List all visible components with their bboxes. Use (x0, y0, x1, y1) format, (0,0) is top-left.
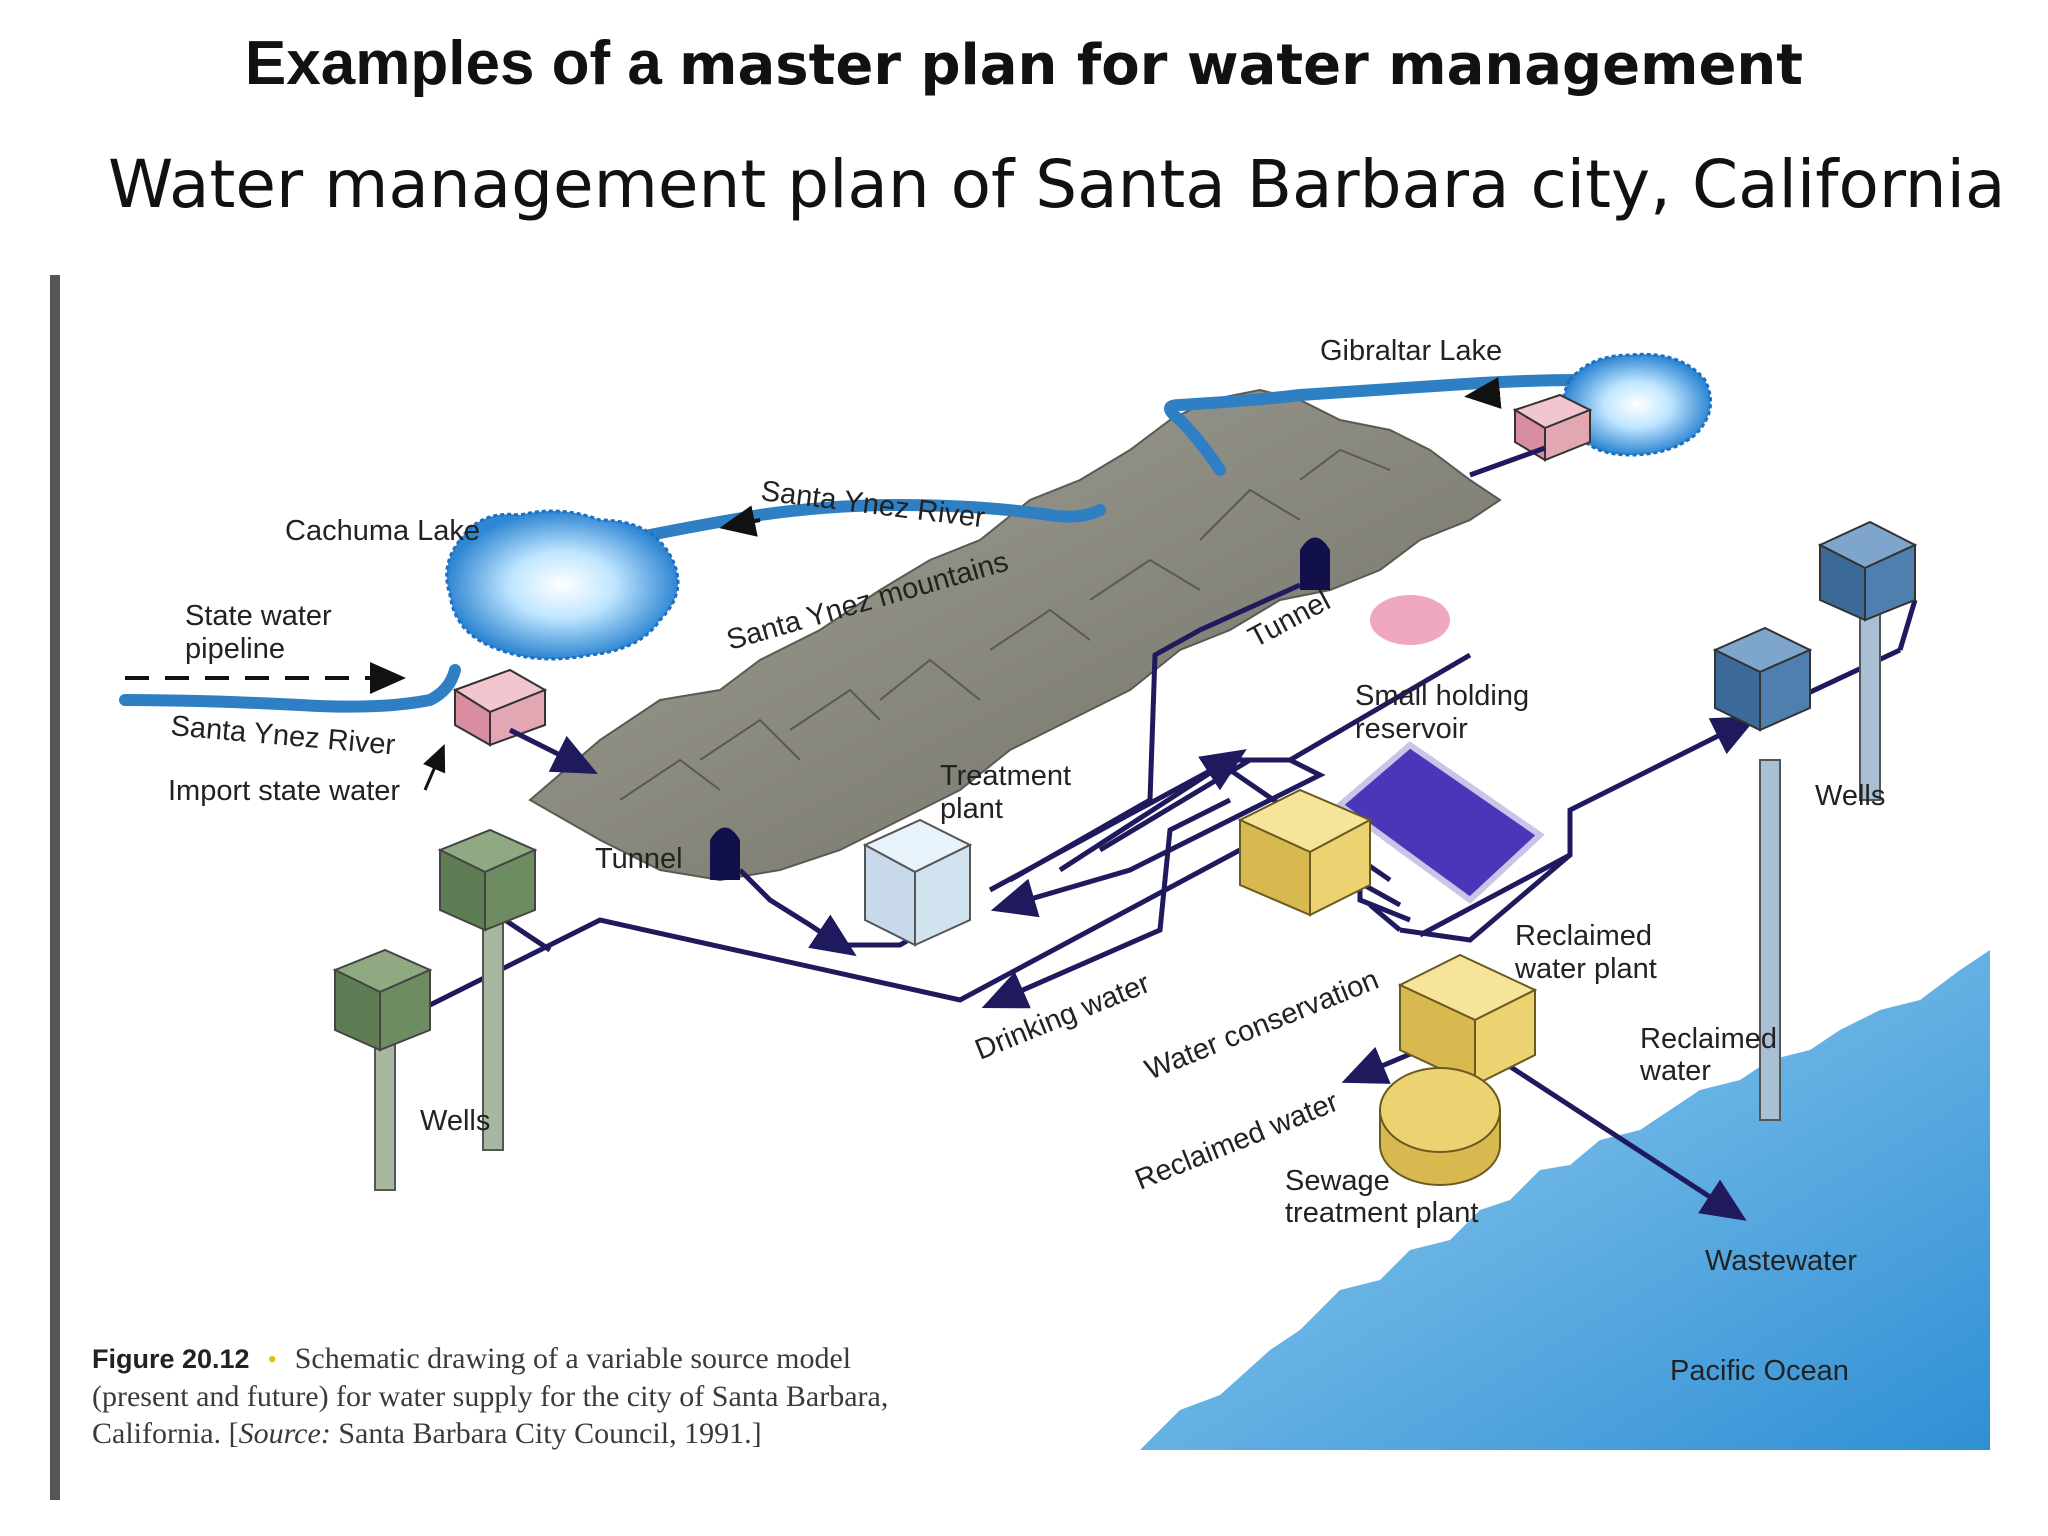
caption-line-1: Schematic drawing of a variable source m… (294, 1342, 852, 1375)
slide-subtitle: Water management plan of Santa Barbara c… (108, 146, 2006, 223)
label-reclaimed-plant-2: water plant (1514, 953, 1657, 985)
label-reclaimed-water-1: Reclaimed (1640, 1023, 1777, 1055)
label-reclaimed-plant-1: Reclaimed (1515, 920, 1652, 952)
slide-title-part1: Examples of a (244, 29, 662, 98)
well-green-1 (437, 828, 538, 1151)
label-treatment-2: plant (940, 793, 1003, 825)
label-santa-ynez-river-left: Santa Ynez River (169, 710, 396, 762)
santa-ynez-river-left (119, 664, 461, 713)
treatment-plant-box (862, 818, 973, 947)
caption-line-3-suffix: Santa Barbara City Council, 1991.] (330, 1417, 762, 1450)
well-blue-2 (1817, 520, 1918, 801)
label-sewage-1: Sewage (1285, 1165, 1390, 1197)
santa-ynez-mountains (528, 388, 1502, 882)
page-edge-shadow (50, 275, 60, 1500)
pump-station-gibraltar (1512, 393, 1593, 462)
river-flow-arrow (719, 505, 761, 537)
caption-source-label: Source: (238, 1417, 331, 1450)
label-pacific-ocean: Pacific Ocean (1670, 1355, 1849, 1387)
caption-line-3-prefix: California. [ (92, 1417, 239, 1450)
label-water-conservation: Water conservation (1141, 964, 1384, 1087)
pink-basin (1370, 595, 1450, 645)
label-treatment-1: Treatment (940, 760, 1071, 792)
label-santa-ynez-river-top: Santa Ynez River (759, 475, 987, 534)
label-state-water-2: pipeline (185, 633, 285, 665)
label-reservoir-2: reservoir (1355, 713, 1468, 745)
caption-figure-number: Figure 20.12 (92, 1344, 250, 1374)
pump-station-cachuma (452, 668, 548, 747)
label-reclaimed-water-2: water (1639, 1055, 1711, 1087)
cachuma-lake (445, 509, 680, 661)
caption-line-2: (present and future) for water supply fo… (92, 1380, 889, 1413)
mountain-ridges (619, 448, 1391, 801)
sewage-treatment-plant-cylinder (1379, 1067, 1501, 1186)
figure-caption: Figure 20.12 • Schematic drawing of a vari… (92, 1340, 1092, 1452)
reclaimed-water-plant-box (1397, 953, 1538, 1087)
label-wells-right: Wells (1815, 780, 1885, 812)
slide-title: Examples of a master plan for water mana… (0, 28, 2048, 99)
label-cachuma-lake: Cachuma Lake (285, 515, 480, 547)
gibraltar-flow-arrow (1464, 377, 1502, 409)
reservoir-box (1237, 788, 1373, 917)
label-gibraltar-lake: Gibraltar Lake (1320, 335, 1502, 367)
well-green-2 (332, 948, 433, 1191)
caption-bullet: • (267, 1345, 277, 1374)
small-holding-reservoir-pool (1335, 741, 1545, 904)
label-reservoir-1: Small holding (1355, 680, 1529, 712)
label-state-water-1: State water (185, 600, 332, 632)
label-sewage-2: treatment plant (1285, 1197, 1478, 1229)
tunnel-right-opening (1300, 537, 1330, 590)
label-import-state-water: Import state water (168, 775, 400, 807)
import-state-water-arrow (423, 743, 446, 791)
label-tunnel-left: Tunnel (595, 843, 683, 875)
pipe-network (418, 445, 1918, 1221)
well-blue-1 (1712, 626, 1813, 1121)
slide-title-part2: master plan for water management (679, 33, 1804, 98)
label-wastewater: Wastewater (1705, 1245, 1857, 1277)
tunnel-left-opening (710, 827, 740, 880)
gibraltar-lake (1562, 352, 1713, 457)
label-wells-left: Wells (420, 1105, 490, 1137)
